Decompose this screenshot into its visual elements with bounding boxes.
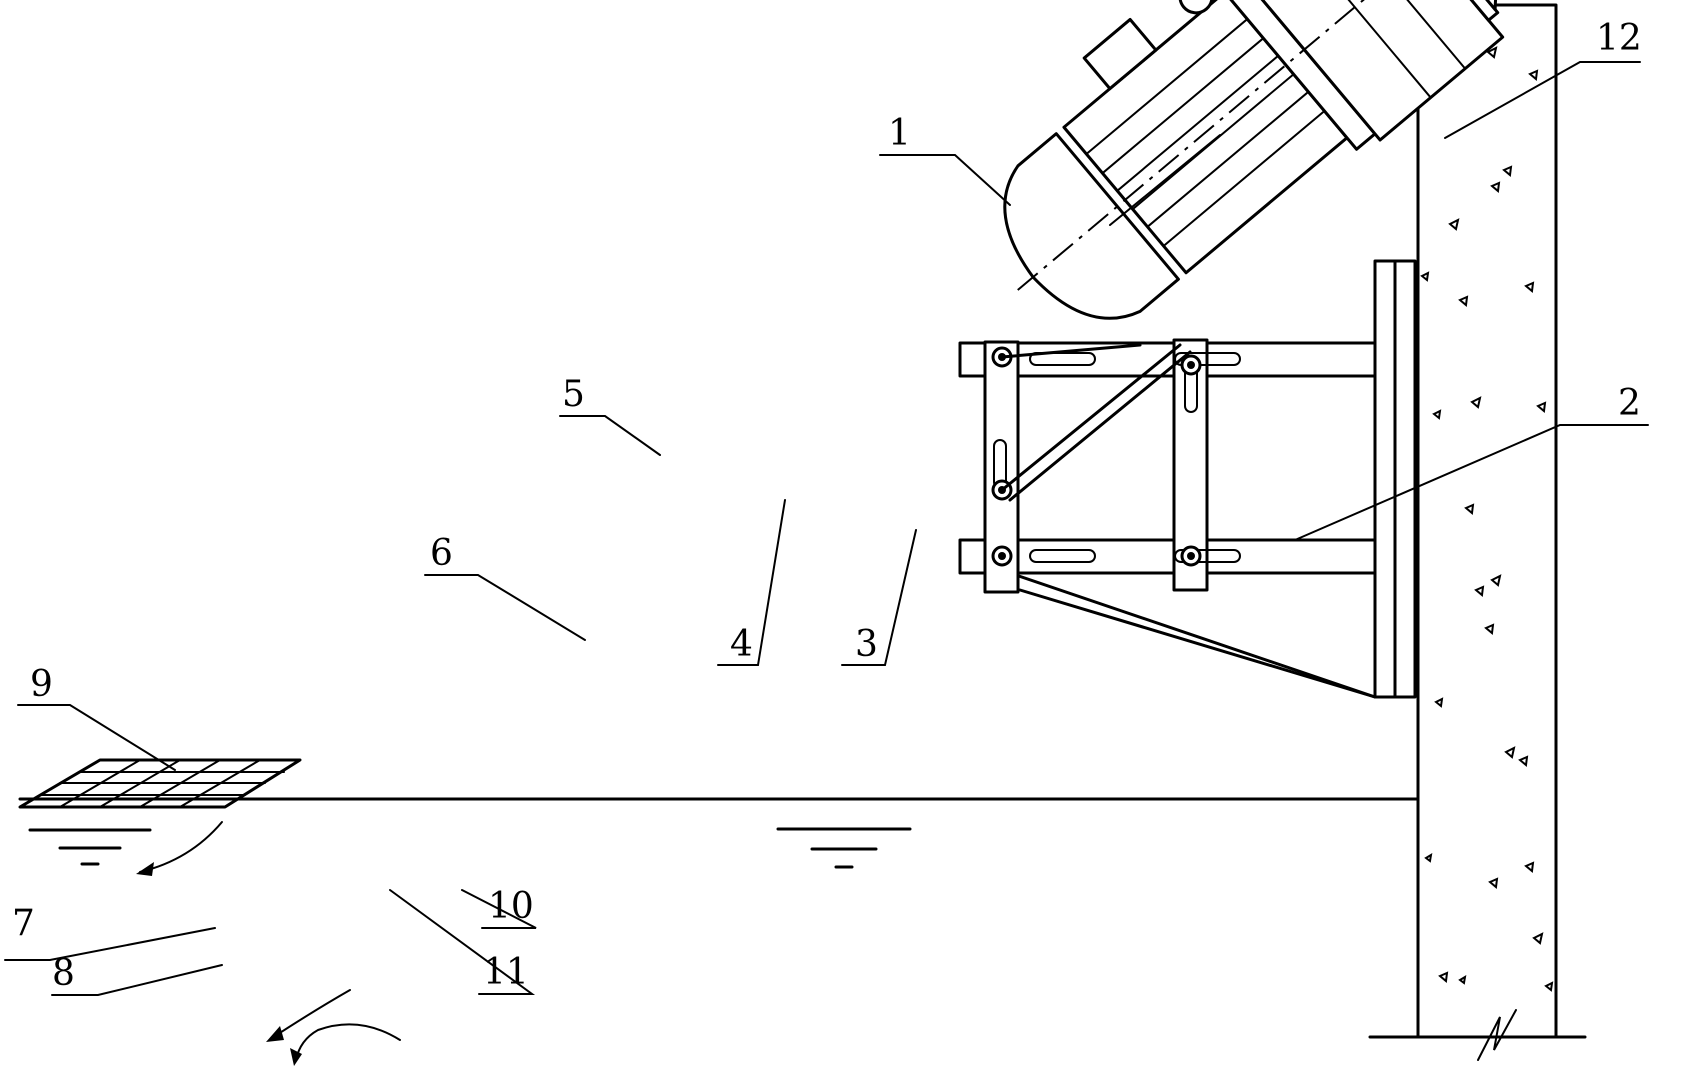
motor-axis (1109, 134, 1221, 226)
label-wall: 12 (1596, 18, 1642, 59)
label-motor: 1 (888, 113, 911, 154)
leader-lines (4, 61, 1649, 996)
label-shaft-tube: 6 (430, 533, 453, 574)
water-surface (18, 797, 1420, 869)
label-shaft-coupling: 4 (730, 624, 753, 665)
concrete-wall (1368, 3, 1587, 1061)
floating-grid (18, 758, 302, 809)
label-impeller: 7 (12, 903, 35, 944)
aerator-assembly (1003, 0, 1683, 320)
part-labels: 1 12 2 3 4 5 6 9 7 8 10 11 (12, 18, 1642, 994)
label-vent-pipe: 5 (562, 374, 585, 415)
label-coupling-housing: 3 (855, 624, 878, 665)
label-clamp: 11 (483, 952, 529, 993)
flow-arrows (136, 821, 401, 1066)
mounting-bracket (958, 259, 1417, 699)
label-hub-nut: 8 (52, 953, 75, 994)
label-support-leg: 10 (488, 886, 534, 927)
label-floating-grid: 9 (30, 664, 53, 705)
label-bracket: 2 (1618, 383, 1641, 424)
